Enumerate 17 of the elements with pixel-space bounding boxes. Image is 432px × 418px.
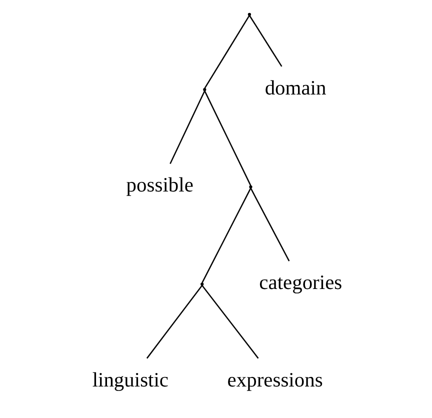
node-text: domain (264, 77, 326, 100)
connector (250, 188, 290, 262)
connector (204, 90, 251, 186)
connector (201, 285, 258, 359)
node-point (248, 185, 252, 188)
node-text: categories (258, 272, 342, 294)
node-text: expressions (226, 369, 322, 392)
connector (204, 15, 250, 88)
node-point (200, 282, 204, 286)
connector (201, 188, 251, 284)
connector (146, 285, 202, 359)
node-point (247, 12, 251, 16)
connector (169, 90, 205, 164)
node-point (202, 88, 206, 92)
node-text: possible (126, 174, 193, 197)
connector (248, 15, 282, 67)
node-text: linguistic (92, 369, 168, 392)
